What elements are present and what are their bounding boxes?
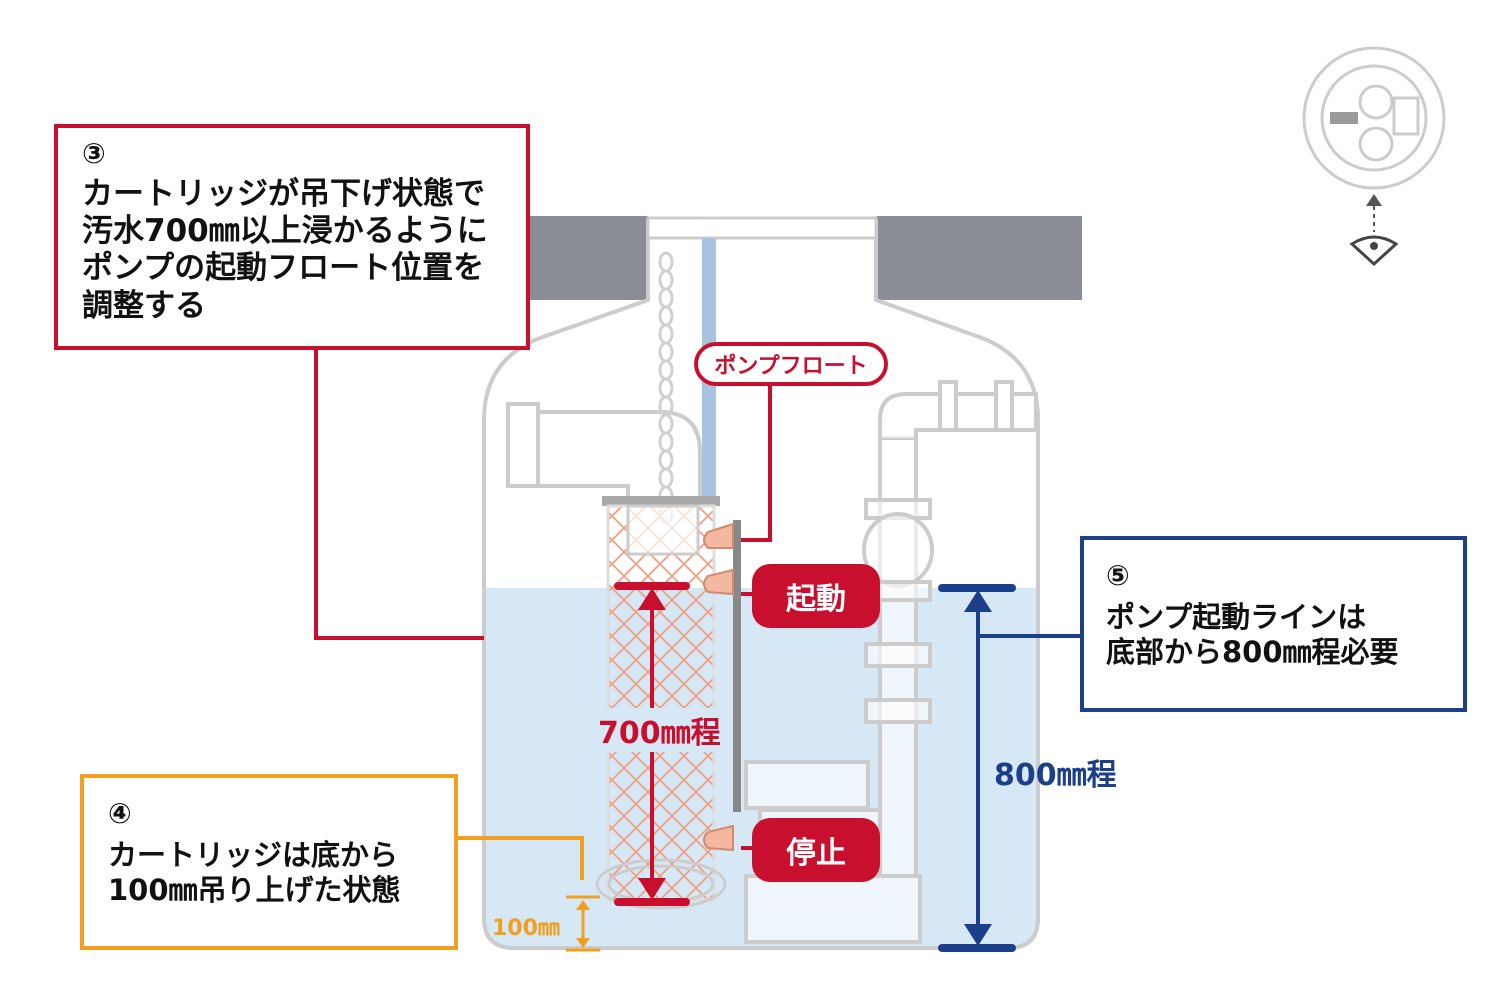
leader-line-4: [458, 836, 584, 880]
callout-4: ④ カートリッジは底から 100㎜吊り上げた状態: [80, 774, 458, 950]
eye-icon: [1349, 235, 1399, 267]
callout-3-line-1: カートリッジが吊下げ状態で: [82, 176, 485, 212]
dimension-100: [566, 895, 600, 952]
callout-3-line-2: 汚水700㎜以上浸かるように: [82, 213, 488, 250]
dimension-100-label: 100㎜: [492, 916, 560, 941]
float-upper: [703, 522, 734, 549]
float-stop: [703, 824, 734, 852]
ground-slab-left: [530, 216, 648, 300]
dimension-800: [938, 584, 1016, 952]
callout-4-line-1: カートリッジは底から: [108, 838, 399, 872]
ground-slab-right: [876, 216, 1082, 300]
callout-3-number: ③: [82, 137, 106, 170]
callout-5-number: ⑤: [1106, 559, 1130, 592]
float-rod: [733, 520, 741, 812]
pump-float-label-text: ポンプフロート: [714, 354, 868, 379]
dimension-700: [614, 582, 690, 906]
dimension-700-label: 700㎜程: [596, 708, 723, 752]
dimension-800-label: 800㎜程: [994, 758, 1117, 793]
callout-3: ③ カートリッジが吊下げ状態で 汚水700㎜以上浸かるように ポンプの起動フロー…: [54, 124, 530, 350]
tank-top-view-icon: [1302, 46, 1446, 232]
pump-float-label: ポンプフロート: [694, 342, 888, 386]
leader-line-3: [314, 350, 484, 640]
start-label: 起動: [752, 564, 880, 628]
callout-3-line-4: 調整する: [82, 287, 206, 324]
chain: [658, 251, 674, 525]
float-start: [703, 568, 734, 596]
callout-4-number: ④: [108, 797, 132, 830]
callout-5-line-2: 底部から800㎜程必要: [1106, 634, 1399, 669]
stop-label: 停止: [752, 818, 880, 882]
callout-5: ⑤ ポンプ起動ラインは 底部から800㎜程必要: [1080, 536, 1467, 712]
cartridge: [595, 496, 727, 910]
stop-label-text: 停止: [786, 836, 846, 871]
manhole-cover: [646, 216, 878, 240]
callout-4-line-2: 100㎜吊り上げた状態: [108, 872, 401, 907]
callout-5-line-1: ポンプ起動ラインは: [1106, 600, 1367, 634]
start-label-text: 起動: [786, 582, 846, 617]
leader-line-pump-float: [741, 386, 772, 542]
callout-3-line-3: ポンプの起動フロート位置を: [82, 250, 485, 287]
